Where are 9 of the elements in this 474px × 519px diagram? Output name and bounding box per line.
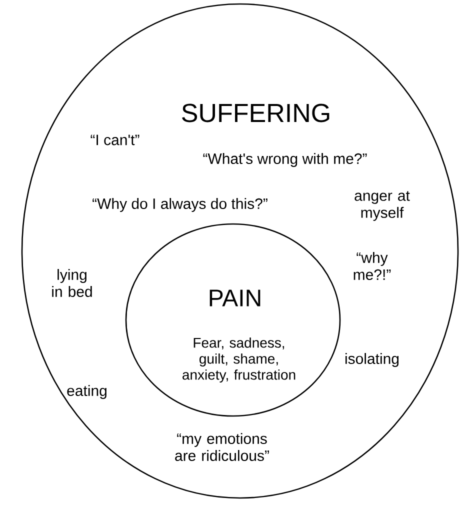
heading: PAIN — [210, 290, 260, 306]
note-text: “my emotions are ridiculous” — [175, 433, 269, 461]
note-text: eating — [67, 385, 106, 399]
note-text: “What's wrong with me?” — [203, 153, 367, 167]
note-text: “I can't” — [90, 134, 140, 146]
note-text: lying in bed — [52, 269, 92, 297]
note-text: anger at myself — [354, 191, 410, 221]
heading: SUFFERING — [182, 104, 330, 122]
body-text: Fear, sadness, guilt, shame, anxiety, frustration — [182, 337, 296, 383]
